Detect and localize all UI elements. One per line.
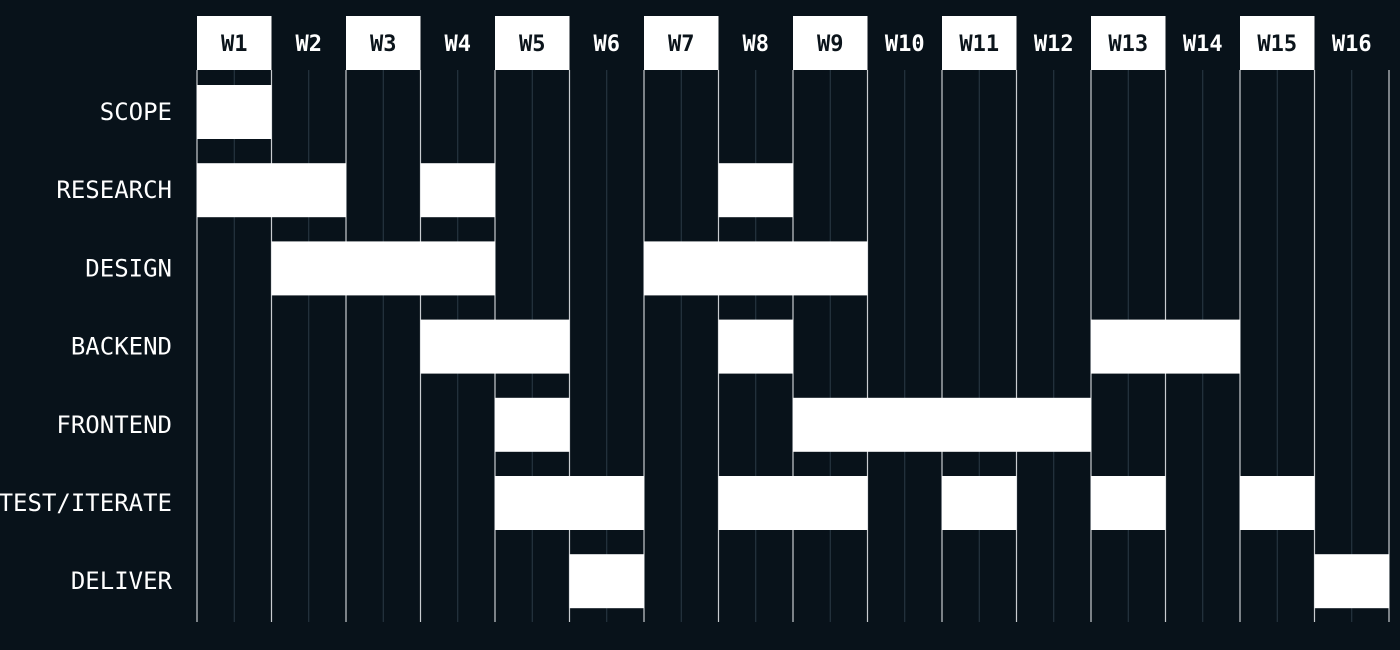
week-header-cell [495, 16, 570, 70]
task-label: BACKEND [71, 333, 172, 361]
task-bar [197, 163, 346, 218]
task-label: TEST/ITERATE [0, 489, 172, 517]
week-header-label: W5 [519, 32, 546, 57]
task-bar [1091, 319, 1240, 374]
task-bar [718, 163, 793, 218]
task-bar [495, 397, 570, 452]
task-bar [793, 397, 1091, 452]
task-bar [197, 85, 272, 139]
week-header-label: W9 [817, 32, 844, 57]
task-bar [1314, 554, 1389, 609]
week-header-label: W7 [668, 32, 695, 57]
task-bar [718, 476, 868, 530]
week-header-label: W14 [1183, 32, 1223, 57]
task-bar [644, 241, 868, 296]
task-bar [271, 241, 495, 296]
week-header-cell [1240, 16, 1315, 70]
week-header-label: W4 [445, 32, 472, 57]
task-bar [718, 319, 793, 374]
task-bar [1240, 476, 1315, 530]
week-header-cell [942, 16, 1017, 70]
week-header-label: W8 [743, 32, 770, 57]
task-bar [942, 476, 1017, 530]
week-header-cell [644, 16, 719, 70]
week-header-label: W13 [1108, 32, 1148, 57]
week-header-label: W3 [370, 32, 397, 57]
task-bar [569, 554, 644, 609]
task-label: FRONTEND [56, 411, 172, 439]
week-header-label: W10 [885, 32, 925, 57]
task-label: DELIVER [71, 567, 173, 595]
week-header-label: W12 [1034, 32, 1074, 57]
week-header-label: W11 [959, 32, 999, 57]
week-header-cell [346, 16, 421, 70]
week-header-cell [197, 16, 272, 70]
task-bar [1091, 476, 1166, 530]
task-label: DESIGN [85, 254, 172, 282]
week-header-label: W16 [1332, 32, 1372, 57]
week-header-cell [793, 16, 868, 70]
task-label: RESEARCH [56, 176, 172, 204]
task-bar [495, 476, 644, 530]
week-header-label: W1 [221, 32, 248, 57]
task-label: SCOPE [100, 98, 172, 126]
task-bar [420, 319, 570, 374]
task-bar [420, 163, 495, 218]
week-header-label: W15 [1257, 32, 1297, 57]
week-header-label: W6 [594, 32, 621, 57]
week-header-label: W2 [296, 32, 323, 57]
week-header-cell [1091, 16, 1166, 70]
